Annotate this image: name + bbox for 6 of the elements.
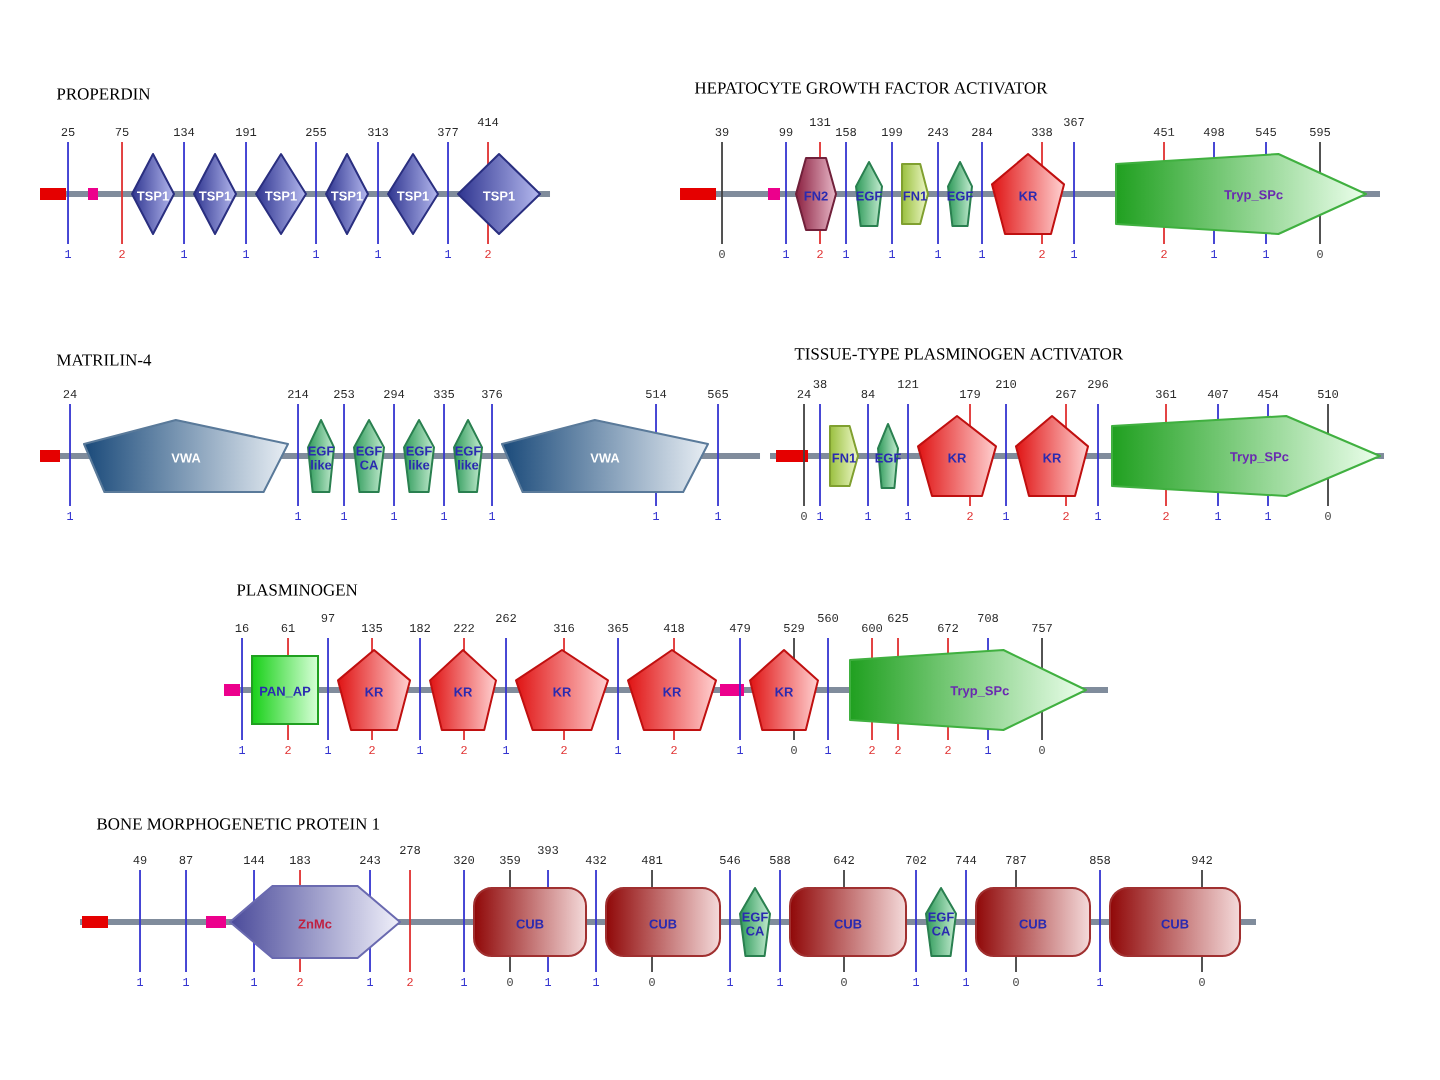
protein-name: MATRILIN-4 — [56, 354, 152, 366]
protein-name: BONE MORPHOGENETIC PROTEIN 1 — [96, 818, 380, 830]
protein-name: PLASMINOGEN — [236, 584, 358, 596]
protein-name: HEPATOCYTE GROWTH FACTOR ACTIVATOR — [694, 82, 1048, 94]
protein-name: TISSUE-TYPE PLASMINOGEN ACTIVATOR — [794, 348, 1124, 360]
protein-name: PROPERDIN — [56, 88, 151, 100]
